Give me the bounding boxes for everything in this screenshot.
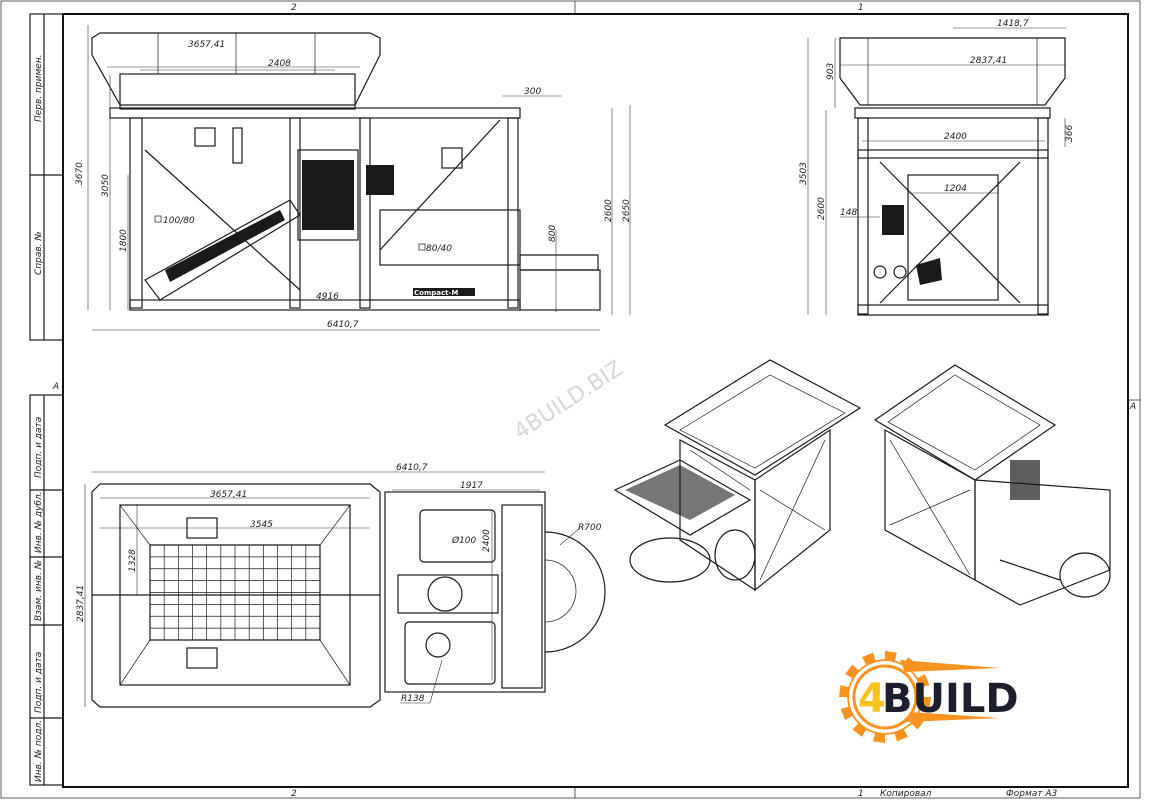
dim-front-height-2650: 2650 xyxy=(622,199,632,222)
dim-top-radius-small: R138 xyxy=(401,694,425,704)
dim-top-pipe: Ø100 xyxy=(451,535,477,546)
dim-front-chute: 800 xyxy=(548,225,558,242)
svg-text:BUILD: BUILD xyxy=(882,676,1019,722)
stamp-podp-data-2: Подп. и дата xyxy=(34,652,44,713)
dim-side-mixer-width: 1204 xyxy=(944,184,967,194)
side-view xyxy=(807,27,1066,316)
dim-front-length-total: 6410,7 xyxy=(327,320,359,330)
top-view xyxy=(84,471,606,708)
dim-top-half: 1328 xyxy=(128,549,138,572)
watermark: 4BUILD.BIZ xyxy=(510,356,628,445)
dim-side-width: 2837,41 xyxy=(970,56,1007,66)
stamp-vzam-inv: Взам. инв. № xyxy=(34,560,44,621)
dim-front-hopper-width: 3657,41 xyxy=(188,40,225,50)
dim-front-tube-small: 80/40 xyxy=(426,244,452,254)
dim-front-height-2600: 2600 xyxy=(604,199,614,222)
dim-front-height-low: 1800 xyxy=(119,229,129,252)
isometric-view-right xyxy=(873,364,1111,606)
dim-side-beam: 366 xyxy=(1065,125,1075,142)
front-view xyxy=(87,25,631,331)
dim-side-frame-width: 2400 xyxy=(944,132,967,142)
dim-top-length-total: 6410,7 xyxy=(396,463,428,473)
gear-ring xyxy=(852,664,918,730)
svg-text:4: 4 xyxy=(858,676,886,722)
brand-plate: Сompact-M xyxy=(414,289,458,297)
dim-front-hopper-inner: 2408 xyxy=(268,59,291,69)
top-grid xyxy=(149,544,321,641)
dim-side-height-frame: 2600 xyxy=(817,197,827,220)
stamp-perv-primen: Перв. примен. xyxy=(34,54,44,122)
dim-front-height-total: 3670 xyxy=(75,162,85,185)
stamp-inv-dubl: Инв. № дубл. xyxy=(34,491,44,553)
dim-front-offset: 300 xyxy=(524,87,541,97)
isometric-view-left xyxy=(613,359,862,592)
dim-top-radius-big: R700 xyxy=(578,523,602,533)
zone-label-bottom-1: 1 xyxy=(858,789,864,799)
dim-top-hopper-width: 3657,41 xyxy=(210,490,247,500)
stamp-sprav-no: Справ. № xyxy=(34,231,44,275)
dim-top-inner: 3545 xyxy=(250,520,273,530)
copied-label: Копировал xyxy=(880,789,932,799)
stamp-podp-data-1: Подп. и дата xyxy=(34,417,44,478)
zone-label-top-1: 1 xyxy=(858,3,864,13)
dim-top-width: 2837,41 xyxy=(76,585,86,622)
stamp-column xyxy=(29,13,64,786)
gear-hole xyxy=(849,661,921,733)
zone-label-top-2: 2 xyxy=(291,3,297,13)
dim-front-tube-big: 100/80 xyxy=(163,216,195,226)
zone-label-bottom-2: 2 xyxy=(291,789,297,799)
dim-side-offset: 148 xyxy=(840,208,857,218)
dim-side-height-total: 3503 xyxy=(799,162,809,185)
dim-top-mixer-width: 2400 xyxy=(482,529,492,552)
stamp-inv-podl: Инв. № подл. xyxy=(34,720,44,782)
zone-label-left-a: A xyxy=(52,382,59,392)
dim-top-mixer-part: 1917 xyxy=(460,481,483,491)
format-label: Формат А3 xyxy=(1006,789,1058,799)
dim-side-half-width: 1418,7 xyxy=(997,19,1029,29)
brand-logo: 4 BUILD xyxy=(839,651,1019,743)
dim-front-length-inner: 4916 xyxy=(316,292,339,302)
radiator-grille xyxy=(302,160,354,230)
dim-side-hopper-height: 903 xyxy=(826,63,836,80)
zone-label-right-a: A xyxy=(1129,402,1136,412)
dim-front-height-frame: 3050 xyxy=(101,174,111,197)
